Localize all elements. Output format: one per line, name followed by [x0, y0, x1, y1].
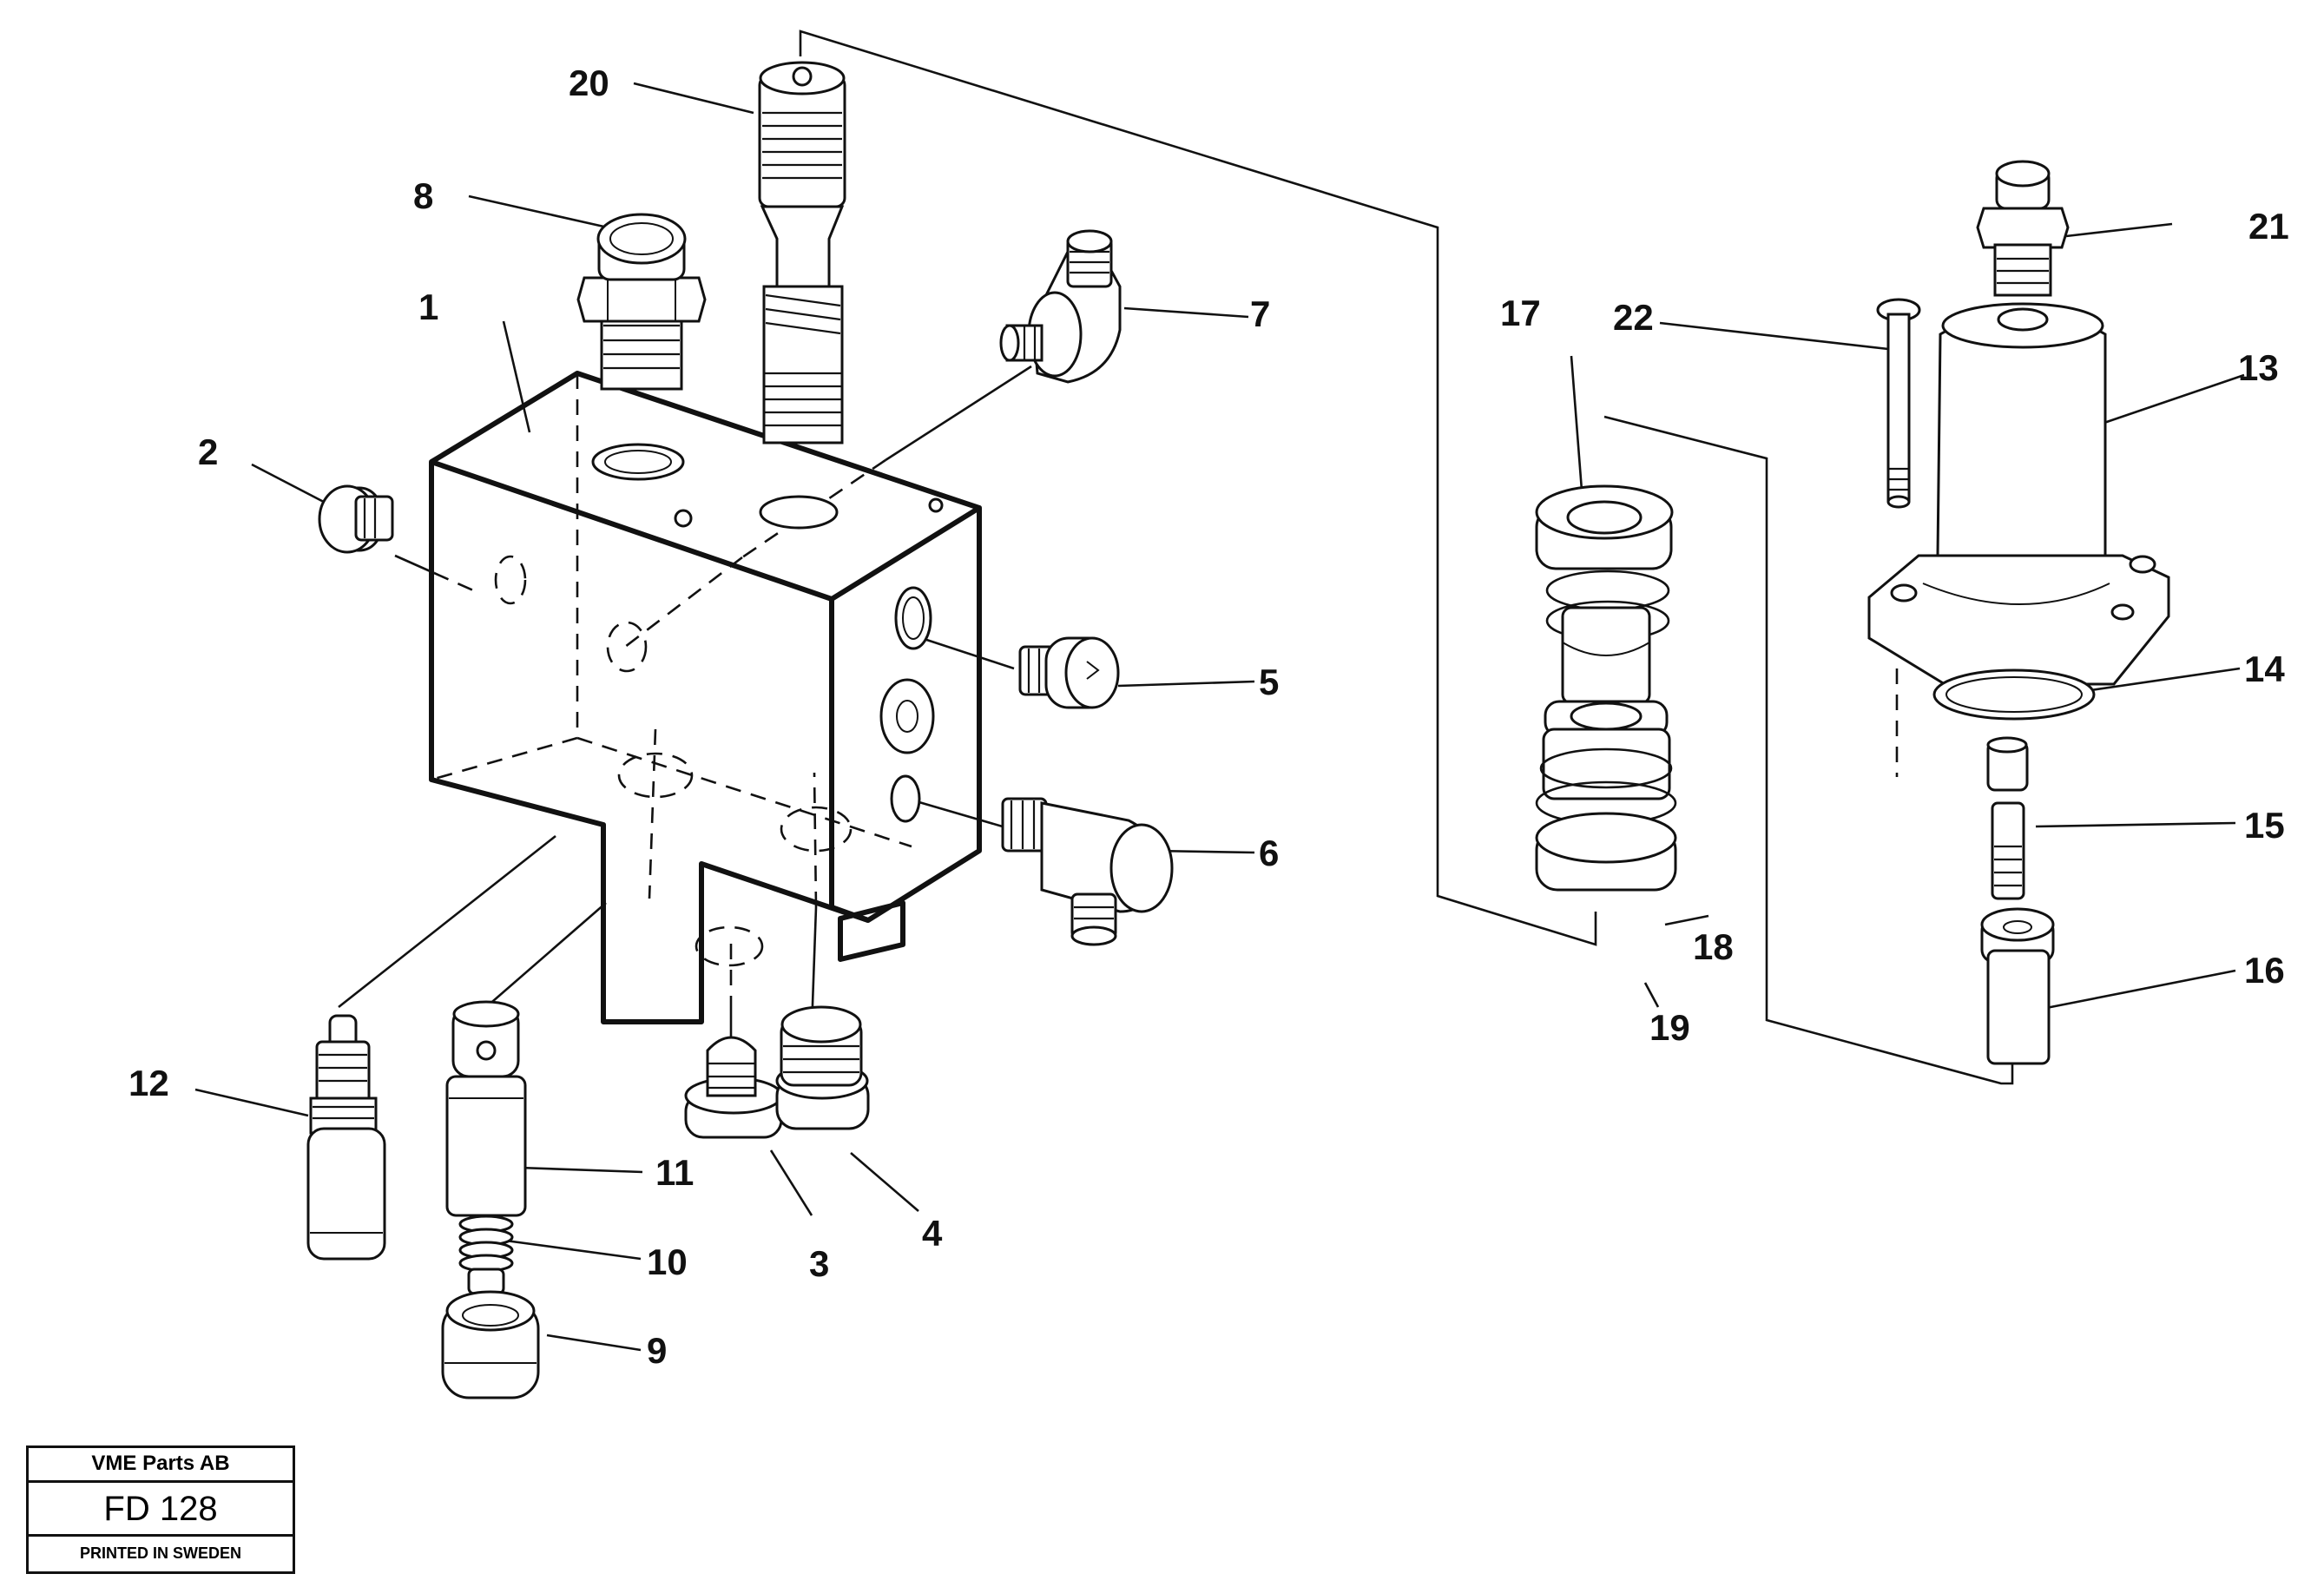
title-block: VME Parts AB FD 128 PRINTED IN SWEDEN	[26, 1445, 295, 1574]
label-18: 18	[1693, 926, 1734, 967]
label-13: 13	[2238, 347, 2279, 388]
label-5: 5	[1259, 662, 1279, 702]
part-14-seal	[1932, 668, 2096, 721]
part-5-plug	[1018, 636, 1120, 709]
label-22: 22	[1613, 297, 1654, 338]
label-6: 6	[1259, 833, 1279, 873]
title-block-printed: PRINTED IN SWEDEN	[79, 1544, 241, 1562]
label-7: 7	[1250, 293, 1270, 334]
part-2-plug	[318, 484, 394, 554]
valve-block	[429, 371, 982, 1024]
part-4-plug	[775, 1005, 870, 1130]
part-8-fitting	[576, 213, 707, 391]
label-8: 8	[413, 175, 433, 216]
assembly-path-lines	[338, 30, 2016, 1085]
part-6-fitting	[1001, 797, 1174, 946]
title-block-company: VME Parts AB	[29, 1448, 293, 1483]
part-3-plug	[684, 1036, 783, 1139]
part-20-cartridge	[758, 61, 846, 444]
label-16: 16	[2244, 950, 2285, 991]
label-2: 2	[198, 431, 218, 472]
part-9-plug	[441, 1290, 540, 1399]
label-15: 15	[2244, 805, 2285, 846]
label-1: 1	[418, 286, 438, 327]
part-21-fitting	[1976, 160, 2070, 297]
label-9: 9	[647, 1330, 667, 1371]
label-17: 17	[1500, 293, 1541, 333]
part-10-spring	[458, 1215, 514, 1295]
part-labels: 20 8 1 2 7 5 6 3 4 9 10 11 12 13 14 15 1…	[128, 63, 2289, 1371]
part-17-19-stack	[1535, 484, 1677, 892]
label-20: 20	[569, 63, 609, 103]
leader-lines	[194, 82, 2245, 1352]
label-4: 4	[922, 1213, 943, 1254]
part-16-sleeve	[1980, 907, 2055, 1065]
label-14: 14	[2244, 649, 2285, 689]
title-block-code: FD 128	[29, 1483, 293, 1537]
part-13-cover	[1867, 302, 2170, 686]
part-12-cartridge	[306, 1014, 386, 1261]
label-10: 10	[647, 1241, 688, 1282]
part-7-elbow	[999, 229, 1122, 384]
label-3: 3	[809, 1243, 829, 1284]
part-11-spool	[445, 1000, 527, 1217]
label-11: 11	[655, 1152, 694, 1193]
label-19: 19	[1649, 1007, 1690, 1048]
label-21: 21	[2248, 206, 2289, 247]
part-22-screw	[1876, 298, 1921, 509]
part-15-pin	[1986, 736, 2029, 900]
label-12: 12	[128, 1063, 169, 1103]
